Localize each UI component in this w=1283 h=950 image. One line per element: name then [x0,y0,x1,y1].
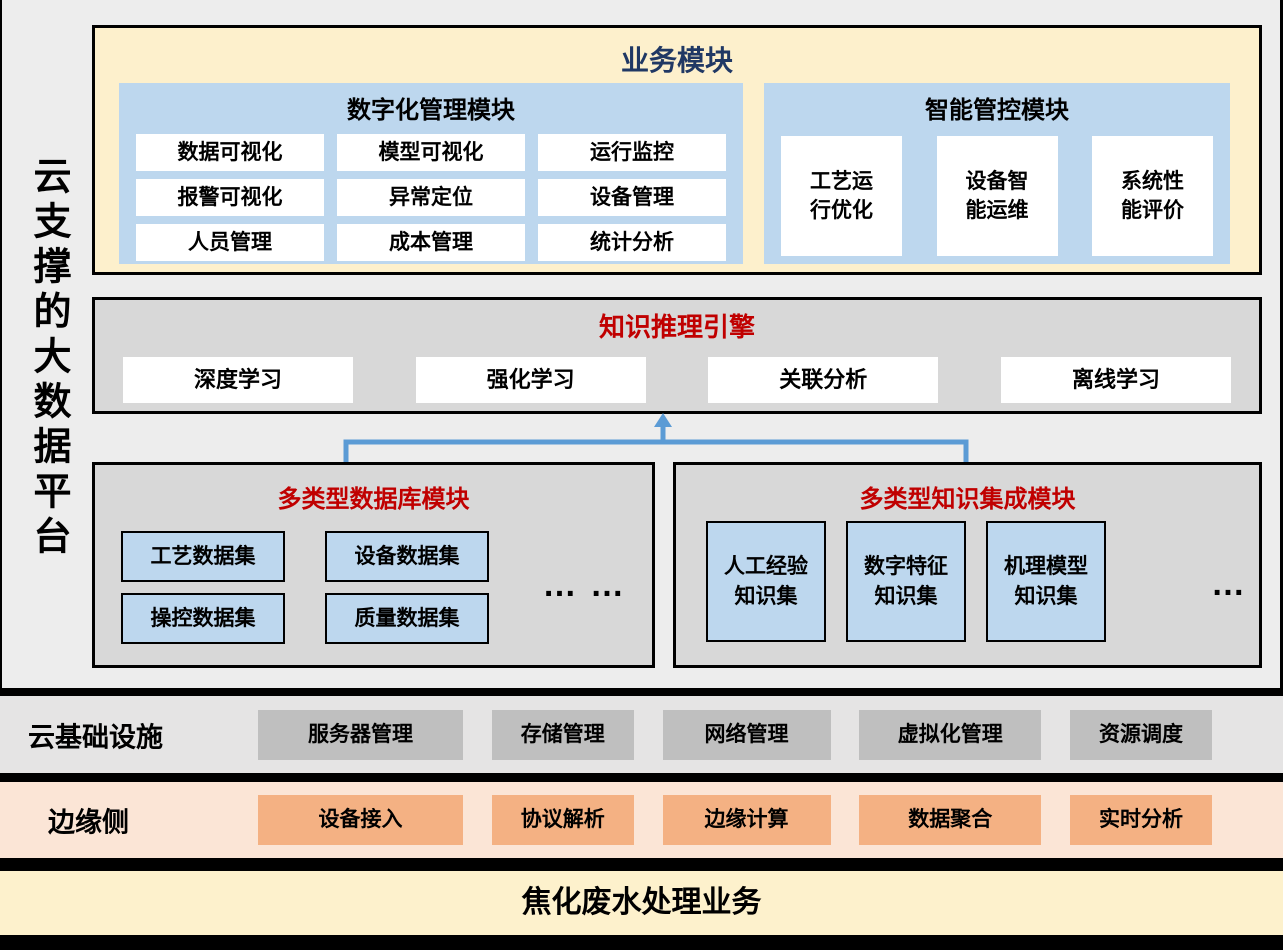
database-grid: 工艺数据集 设备数据集 操控数据集 质量数据集 [121,531,489,644]
intelligent-item-label: 工艺运行优化 [810,169,873,222]
business-bottom-band: 焦化废水处理业务 [0,871,1283,935]
edge-side-label: 边缘侧 [48,807,129,838]
intelligent-item: 系统性能评价 [1092,136,1213,256]
knowledge-box: 机理模型知识集 [986,521,1106,642]
knowledge-engine-row: 深度学习 强化学习 关联分析 离线学习 [123,357,1231,403]
knowledge-row: 人工经验知识集 数字特征知识集 机理模型知识集 [706,521,1106,642]
digital-item: 人员管理 [136,224,324,261]
knowledge-module-panel: 多类型知识集成模块 人工经验知识集 数字特征知识集 机理模型知识集 … [673,462,1262,668]
edge-box: 数据聚合 [859,795,1042,845]
intelligent-item-label: 设备智能运维 [965,169,1029,222]
edge-side-band: 边缘侧 设备接入 协议解析 边缘计算 数据聚合 实时分析 [0,782,1283,858]
digital-item: 设备管理 [538,179,726,216]
dataset-box: 工艺数据集 [121,531,285,582]
digital-management-grid: 数据可视化 模型可视化 运行监控 报警可视化 异常定位 设备管理 人员管理 成本… [119,125,743,261]
cloud-infra-band: 云基础设施 服务器管理 存储管理 网络管理 虚拟化管理 资源调度 [0,696,1283,773]
knowledge-box-label: 数字特征知识集 [864,555,948,608]
left-frame-line [0,0,2,950]
intelligent-item: 设备智能运维 [936,136,1058,256]
cloud-infra-row: 服务器管理 存储管理 网络管理 虚拟化管理 资源调度 [258,709,1212,760]
digital-item: 数据可视化 [136,134,324,171]
database-module-panel: 多类型数据库模块 工艺数据集 设备数据集 操控数据集 质量数据集 … … [92,462,655,668]
engine-item: 离线学习 [1000,357,1231,403]
engine-item: 强化学习 [415,357,646,403]
platform-vertical-title: 云支撑的大数据平台 [27,156,69,561]
cloud-infra-label: 云基础设施 [28,722,163,752]
edge-side-row: 设备接入 协议解析 边缘计算 数据聚合 实时分析 [258,795,1212,845]
engine-item: 关联分析 [708,357,939,403]
engine-item: 深度学习 [123,357,353,403]
database-module-title: 多类型数据库模块 [277,486,470,513]
dataset-box: 设备数据集 [325,531,489,582]
infra-box: 存储管理 [491,709,634,760]
business-module-panel: 业务模块 数字化管理模块 数据可视化 模型可视化 运行监控 报警可视化 异常定位… [92,25,1262,275]
knowledge-box: 数字特征知识集 [846,521,966,642]
database-ellipsis: … … [542,566,626,604]
dataset-box: 操控数据集 [121,593,285,644]
edge-box: 边缘计算 [662,795,831,845]
infra-box: 资源调度 [1070,709,1212,760]
knowledge-module-title: 多类型知识集成模块 [859,486,1076,513]
edge-box: 实时分析 [1070,795,1212,845]
edge-box: 协议解析 [491,795,634,845]
knowledge-box-label: 机理模型知识集 [1004,555,1088,608]
edge-box: 设备接入 [258,795,463,845]
infra-box: 网络管理 [662,709,831,760]
digital-item: 成本管理 [337,224,525,261]
digital-item: 统计分析 [538,224,726,261]
intelligent-control-title: 智能管控模块 [925,97,1069,124]
separator-bar [0,688,1283,696]
bottom-frame-bar [0,935,1283,950]
digital-item: 报警可视化 [136,179,324,216]
infra-box: 虚拟化管理 [859,709,1042,760]
knowledge-engine-title: 知识推理引擎 [598,312,755,342]
intelligent-item-label: 系统性能评价 [1121,169,1184,222]
intelligent-control-row: 工艺运行优化 设备智能运维 系统性能评价 [764,125,1230,256]
digital-management-title: 数字化管理模块 [347,97,515,124]
digital-item: 异常定位 [337,179,525,216]
up-arrow-connector [343,413,969,462]
business-module-title: 业务模块 [620,45,733,76]
intelligent-item: 工艺运行优化 [781,136,902,256]
separator-bar [0,858,1283,871]
knowledge-box: 人工经验知识集 [706,521,826,642]
right-frame-line [1280,0,1283,950]
digital-item: 模型可视化 [337,134,525,171]
intelligent-control-panel: 智能管控模块 工艺运行优化 设备智能运维 系统性能评价 [764,83,1230,264]
digital-item: 运行监控 [538,134,726,171]
bottom-title: 焦化废水处理业务 [521,886,762,919]
separator-bar [0,773,1283,782]
dataset-box: 质量数据集 [325,593,489,644]
digital-management-panel: 数字化管理模块 数据可视化 模型可视化 运行监控 报警可视化 异常定位 设备管理… [119,83,743,264]
infra-box: 服务器管理 [258,709,463,760]
knowledge-ellipsis: … [1211,565,1247,603]
knowledge-engine-panel: 知识推理引擎 深度学习 强化学习 关联分析 离线学习 [92,297,1262,414]
knowledge-box-label: 人工经验知识集 [724,555,808,608]
